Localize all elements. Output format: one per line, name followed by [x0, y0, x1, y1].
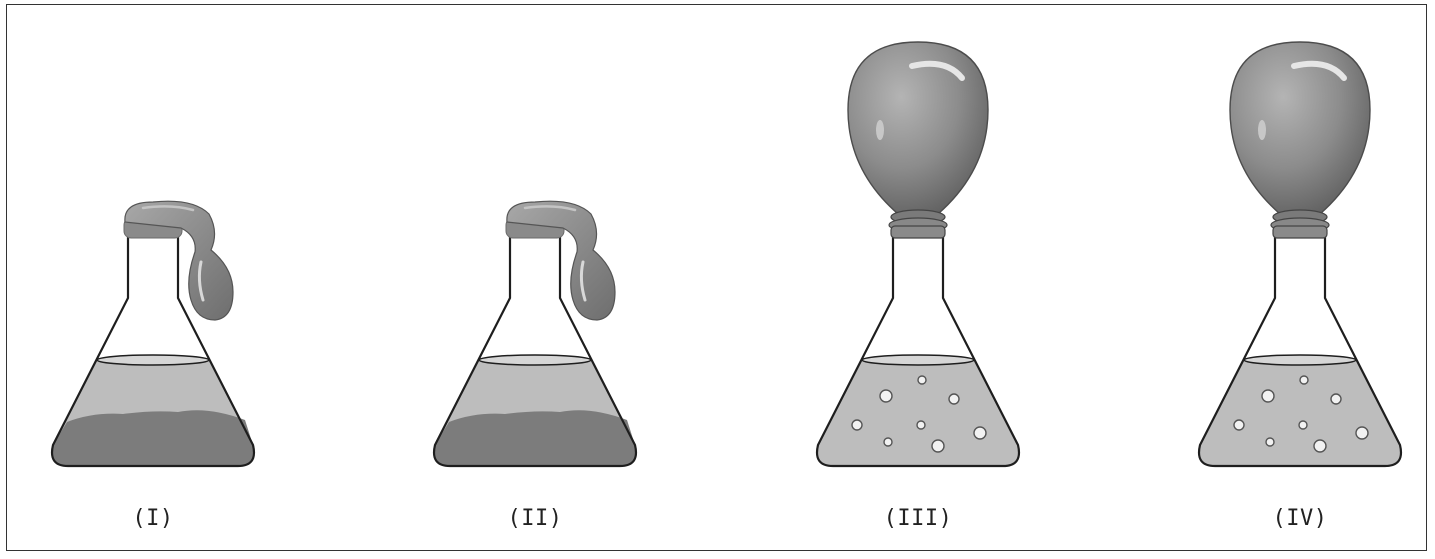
liquid-surface — [1243, 354, 1357, 366]
balloon-highlight — [876, 120, 884, 140]
flask-figure-2 — [432, 200, 638, 468]
figure-label: (I) — [132, 506, 174, 531]
gas-bubble — [1265, 437, 1275, 447]
deflated-balloon — [124, 200, 234, 321]
flask-outline — [1197, 234, 1403, 468]
gas-bubble — [973, 426, 987, 440]
flask-figure-4 — [1197, 41, 1403, 468]
gas-bubble — [1330, 393, 1342, 405]
flask-figure-3 — [815, 41, 1021, 468]
gas-bubble — [948, 393, 960, 405]
balloon-neck-band — [890, 225, 946, 239]
balloon-highlight — [1258, 120, 1266, 140]
gas-bubble — [1261, 389, 1275, 403]
gas-bubble — [1299, 375, 1309, 385]
figure-label: (IV) — [1272, 506, 1328, 531]
gas-bubble — [916, 420, 926, 430]
balloon-highlight — [909, 60, 965, 81]
gas-bubble — [851, 419, 863, 431]
gas-bubble — [879, 389, 893, 403]
liquid-surface — [861, 354, 975, 366]
balloon-highlight — [197, 260, 205, 302]
flask-outline — [432, 234, 638, 468]
figure-label: (II) — [507, 506, 563, 531]
flask-outline — [50, 234, 256, 468]
sediment-layer — [52, 410, 254, 466]
gas-bubble — [931, 439, 945, 453]
deflated-balloon — [506, 200, 616, 321]
balloon-highlight — [579, 260, 587, 302]
gas-bubble — [1298, 420, 1308, 430]
gas-bubble — [1233, 419, 1245, 431]
balloon-highlight — [523, 205, 577, 212]
flask-figure-1 — [50, 200, 256, 468]
gas-bubble — [883, 437, 893, 447]
flask-liquid — [1199, 360, 1401, 466]
balloon-highlight — [1291, 60, 1347, 81]
liquid-surface — [96, 354, 210, 366]
flask-outline — [815, 234, 1021, 468]
gas-bubble — [1313, 439, 1327, 453]
balloon-neck-band — [1272, 225, 1328, 239]
sediment-layer — [434, 410, 636, 466]
figure-label: (III) — [883, 506, 953, 531]
inflated-balloon — [1229, 41, 1371, 215]
gas-bubble — [1355, 426, 1369, 440]
liquid-surface — [478, 354, 592, 366]
inflated-balloon — [847, 41, 989, 215]
gas-bubble — [917, 375, 927, 385]
balloon-highlight — [141, 205, 195, 212]
flask-liquid — [817, 360, 1019, 466]
